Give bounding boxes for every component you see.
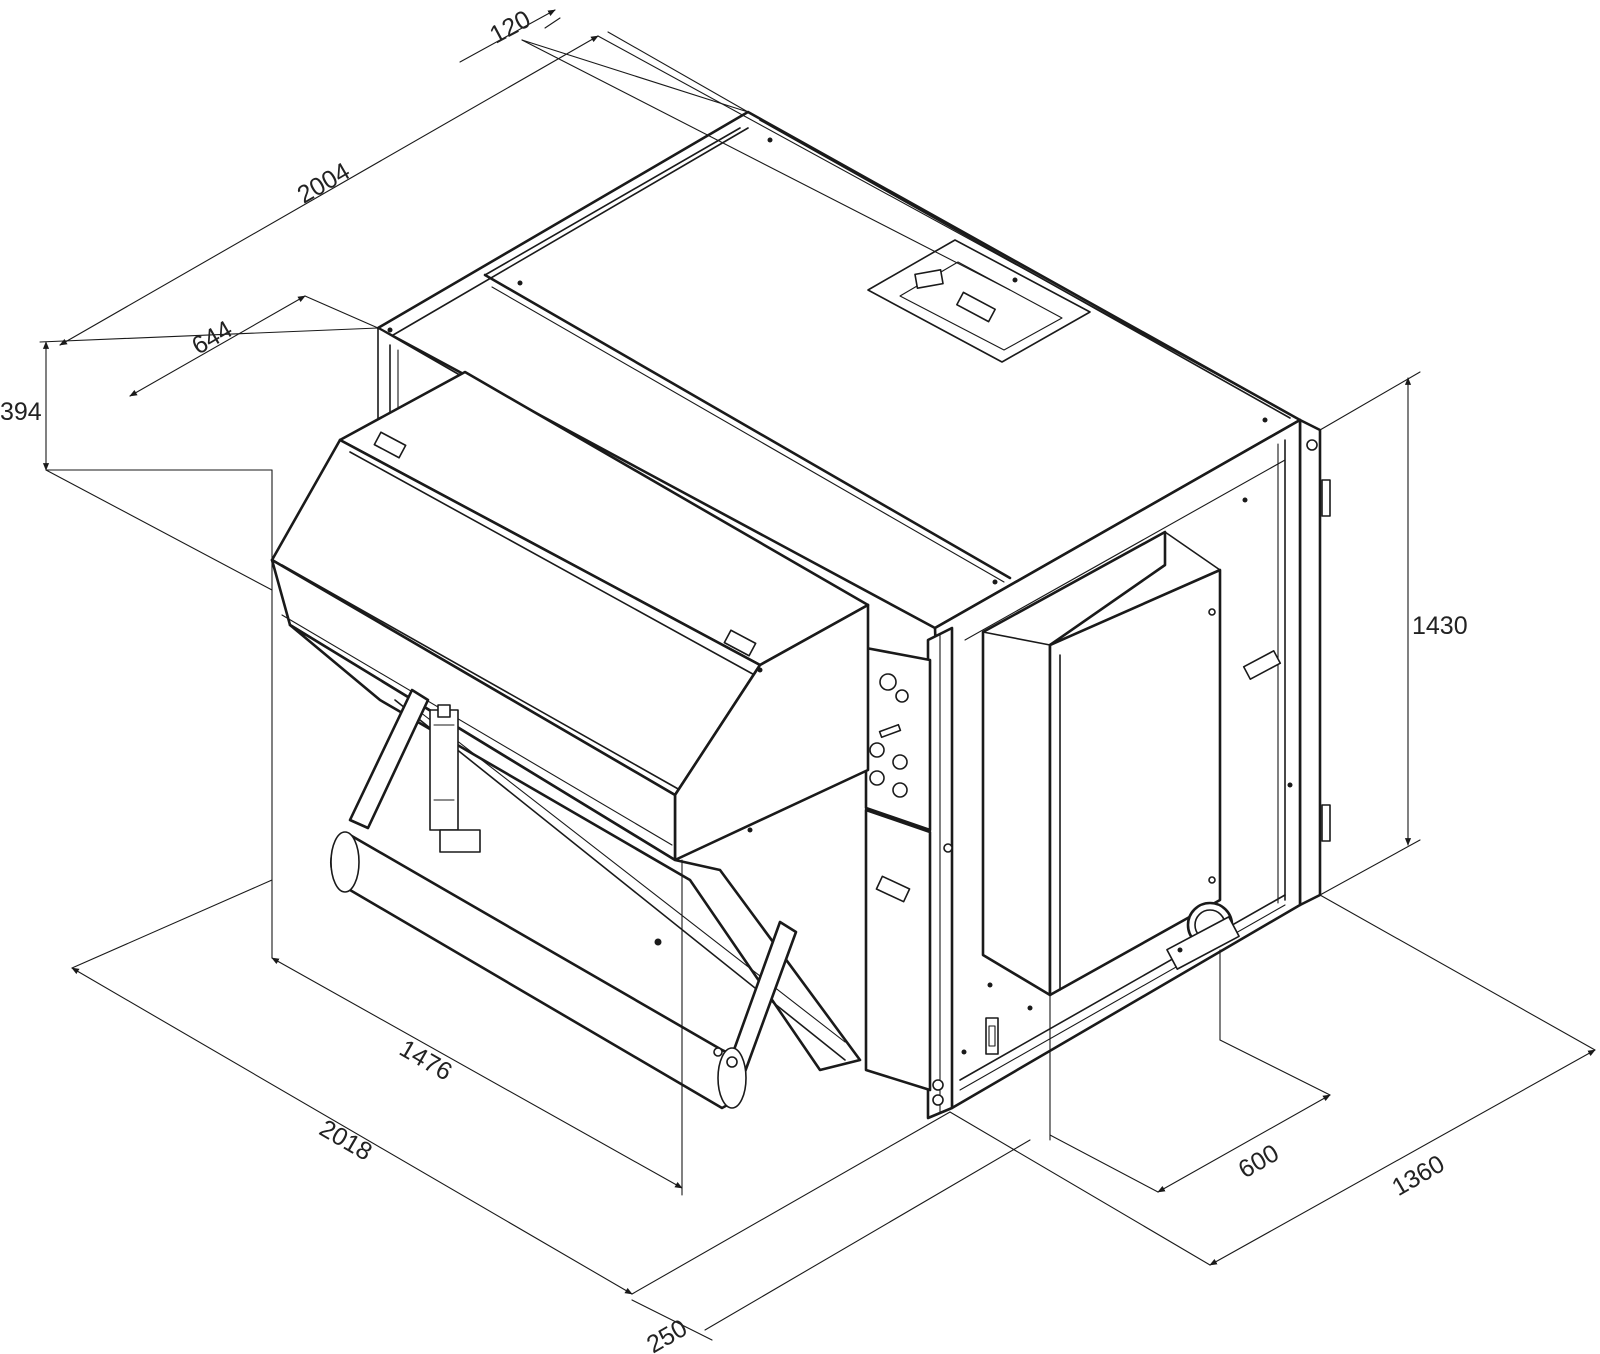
- label-644: 644: [187, 315, 237, 360]
- hatch-latch: [914, 269, 944, 289]
- hydraulic-rod: [437, 704, 451, 718]
- ext-1360-left: [949, 1111, 1211, 1266]
- lower-door-bolt: [943, 843, 953, 853]
- cabinet-lock: [1208, 608, 1216, 616]
- roller-bolt: [726, 1056, 738, 1068]
- ext-600-d: [1049, 1134, 1159, 1193]
- label-600: 600: [1234, 1139, 1284, 1184]
- dim-line-250: [631, 1299, 713, 1341]
- roller-bolt-2: [713, 1047, 723, 1057]
- hood-front-seam: [281, 564, 681, 791]
- button-4: [892, 782, 908, 798]
- side-connector-inner: [988, 1025, 996, 1047]
- right-end-panel: [1298, 418, 1322, 907]
- right-hinge-top: [1321, 479, 1331, 517]
- selector-knob-2: [895, 689, 909, 703]
- ext-250-b: [704, 1139, 1031, 1331]
- port-plate: [1166, 916, 1240, 970]
- hood-side-right: [673, 603, 870, 862]
- label-1430: 1430: [1412, 612, 1468, 640]
- ext-250-a: [631, 1111, 951, 1295]
- label-1476: 1476: [395, 1034, 457, 1086]
- hatch-handle: [956, 291, 996, 323]
- bolt-dots: [387, 137, 1293, 1055]
- roller: [329, 833, 743, 1110]
- label-2004: 2004: [293, 157, 355, 209]
- dim-line-644: [129, 295, 306, 397]
- ext-644: [304, 295, 379, 329]
- right-face-inner: [964, 459, 1286, 641]
- corner-bolt-2: [932, 1079, 944, 1091]
- dim-line-1360: [1209, 1049, 1596, 1266]
- ext-394-diag: [45, 469, 273, 591]
- button-2: [892, 754, 908, 770]
- button-1: [869, 742, 885, 758]
- ext-1360-right: [1319, 894, 1596, 1051]
- top-corner-bolt: [1306, 439, 1318, 451]
- cabinet-top-edge: [982, 631, 1051, 646]
- ext-2018-left: [71, 879, 273, 969]
- right-hinge-bottom: [1321, 804, 1331, 842]
- corner-bolt: [932, 1094, 944, 1106]
- ext-120-a: [521, 39, 749, 113]
- hood-lower-seam: [281, 614, 673, 846]
- label-2018: 2018: [315, 1114, 377, 1166]
- selector-knob: [879, 673, 897, 691]
- control-panel: [864, 646, 932, 832]
- label-250: 250: [642, 1314, 692, 1354]
- dim-line-2018: [71, 967, 633, 1295]
- lower-door: [864, 808, 932, 1092]
- swing-arm-left: [348, 688, 430, 830]
- ext-600-b: [1219, 1039, 1331, 1096]
- electric-cabinet-front: [1048, 568, 1222, 997]
- ext-1430-bottom: [1319, 839, 1421, 896]
- hydraulic-cylinder: [429, 709, 459, 831]
- hood-latch-right: [723, 629, 757, 657]
- control-panel-divider: [865, 807, 931, 831]
- cabinet-lock-2: [1208, 876, 1216, 884]
- button-3: [869, 770, 885, 786]
- label-1360: 1360: [1387, 1150, 1449, 1202]
- ext-120-b: [544, 17, 561, 29]
- roller-end-left: [330, 831, 360, 893]
- right-handle: [1242, 650, 1282, 680]
- cyl-mount: [439, 829, 481, 853]
- lower-door-handle: [875, 875, 911, 903]
- machine-body: [270, 110, 1331, 1120]
- indicator-slot: [878, 723, 902, 739]
- ext-2004-a: [607, 31, 749, 113]
- side-connector: [985, 1017, 999, 1055]
- dim-line-2004: [59, 35, 599, 346]
- dim-2004-guide: [597, 35, 1301, 421]
- hood-latch-left: [373, 431, 407, 459]
- cabinet-top-edge-2: [1164, 531, 1221, 571]
- ext-1430-top: [1319, 371, 1421, 431]
- dim-120-guide: [521, 39, 1011, 291]
- dimension-lines: [39, 9, 1596, 1341]
- label-394: 394: [0, 398, 42, 426]
- roller-end-right: [717, 1047, 747, 1109]
- hood-top-seam: [349, 451, 761, 679]
